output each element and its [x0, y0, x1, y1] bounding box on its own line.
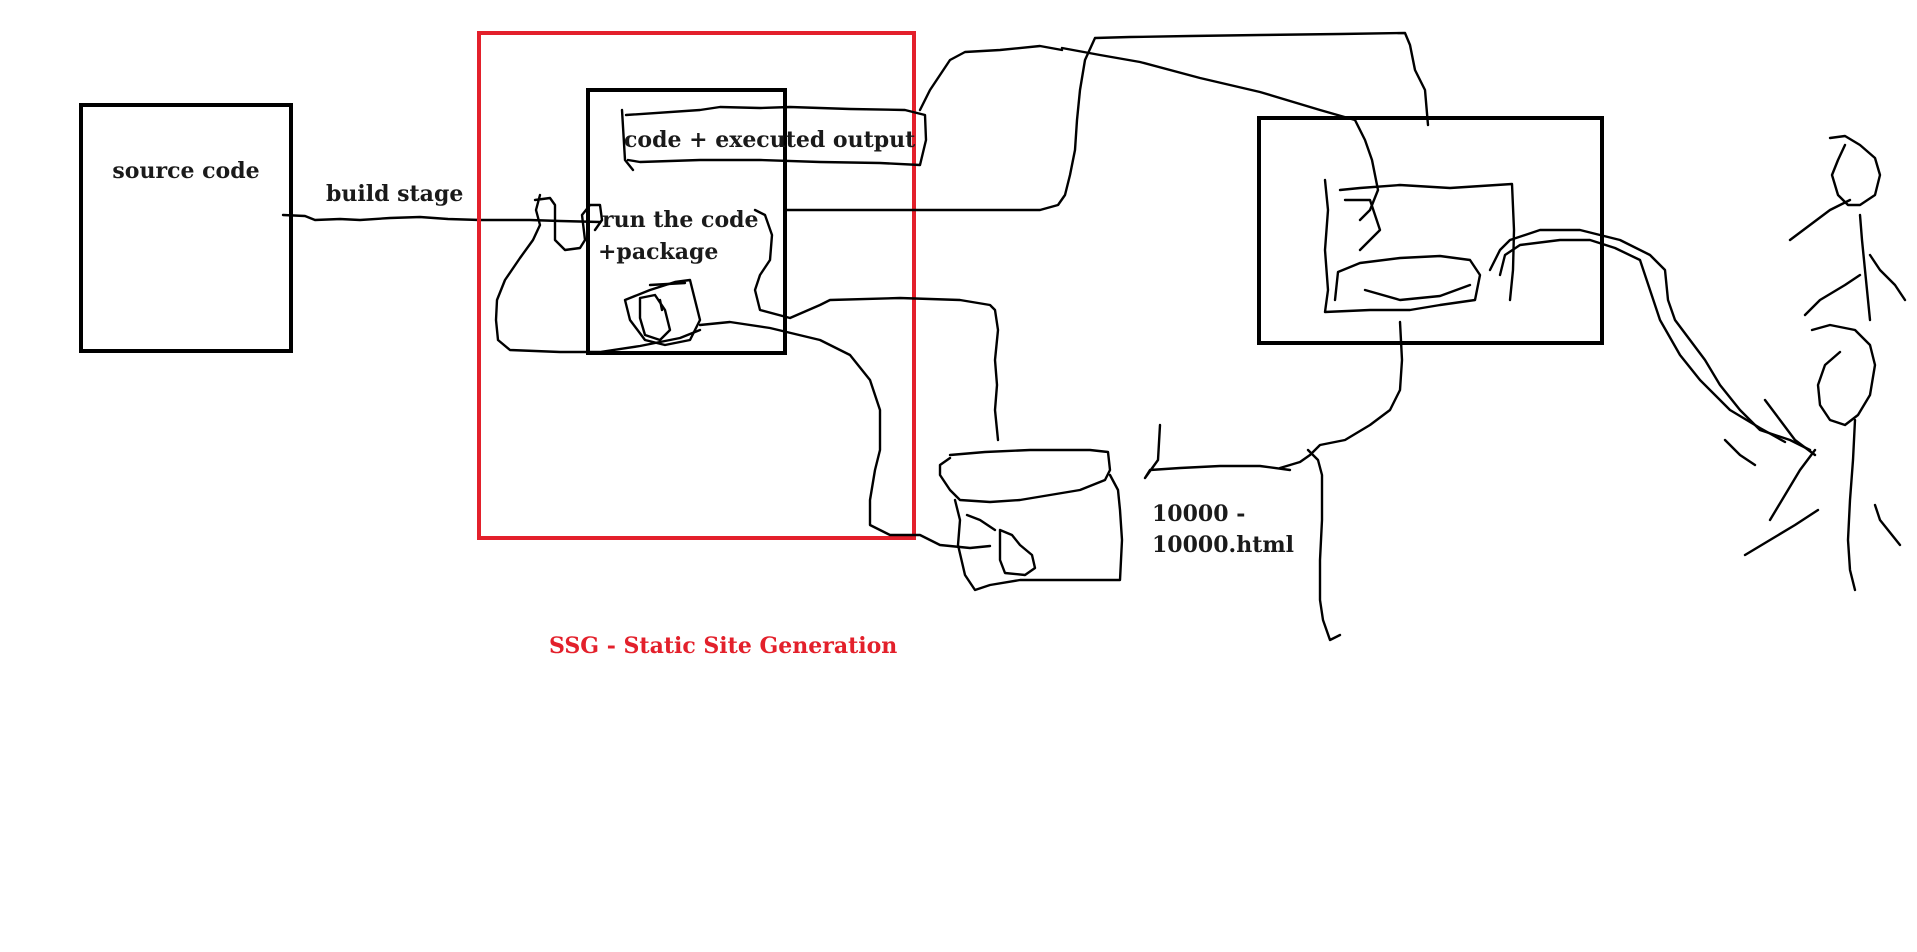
code-executed-output-label: code + executed output [624, 127, 916, 153]
server-box [1257, 116, 1604, 345]
output-scribble-outline [620, 105, 928, 172]
source-code-box [79, 103, 293, 353]
output-connector-diag [1060, 46, 1380, 222]
figure-leg-right [1846, 418, 1902, 592]
user-figure [1723, 134, 1907, 592]
file-range-label-line2: 10000.html [1152, 532, 1294, 558]
figure-head [1828, 134, 1882, 207]
build-lower-curve [698, 320, 992, 550]
figure-arm-left [1788, 198, 1862, 317]
package-label: +package [598, 239, 718, 265]
file-inner-scribble [965, 513, 1037, 577]
ssg-caption: SSG - Static Site Generation [549, 633, 897, 659]
build-process-box [586, 88, 787, 355]
output-connector-branch [918, 44, 1064, 112]
inner-scribble-a [623, 278, 702, 347]
run-the-code-label: run the code [602, 207, 759, 233]
ssg-highlight-box [477, 31, 916, 540]
build-exit-scribble [753, 208, 1000, 442]
figure-body-upper [1858, 213, 1872, 322]
figure-leg-left [1743, 448, 1820, 557]
output-connector [783, 31, 1430, 212]
server-right-wire [1488, 228, 1812, 452]
server-right-wire-2 [1498, 238, 1787, 444]
inner-scribble-c [648, 281, 687, 287]
file-range-label-line1: 10000 - [1152, 501, 1245, 527]
server-exit-wire [1278, 320, 1404, 642]
server-box-scribble [1323, 178, 1516, 314]
file-box-scribble [938, 448, 1124, 592]
inner-scribble-b [638, 293, 672, 342]
build-stage-label: build stage [326, 181, 463, 207]
figure-torso [1723, 398, 1817, 467]
file-box-top-stroke [1143, 423, 1292, 480]
source-code-label: source code [112, 158, 259, 184]
build-stage-connector [281, 213, 602, 224]
left-scribble [494, 193, 702, 354]
figure-head-lower [1810, 323, 1877, 427]
figure-arm-right [1868, 253, 1907, 302]
